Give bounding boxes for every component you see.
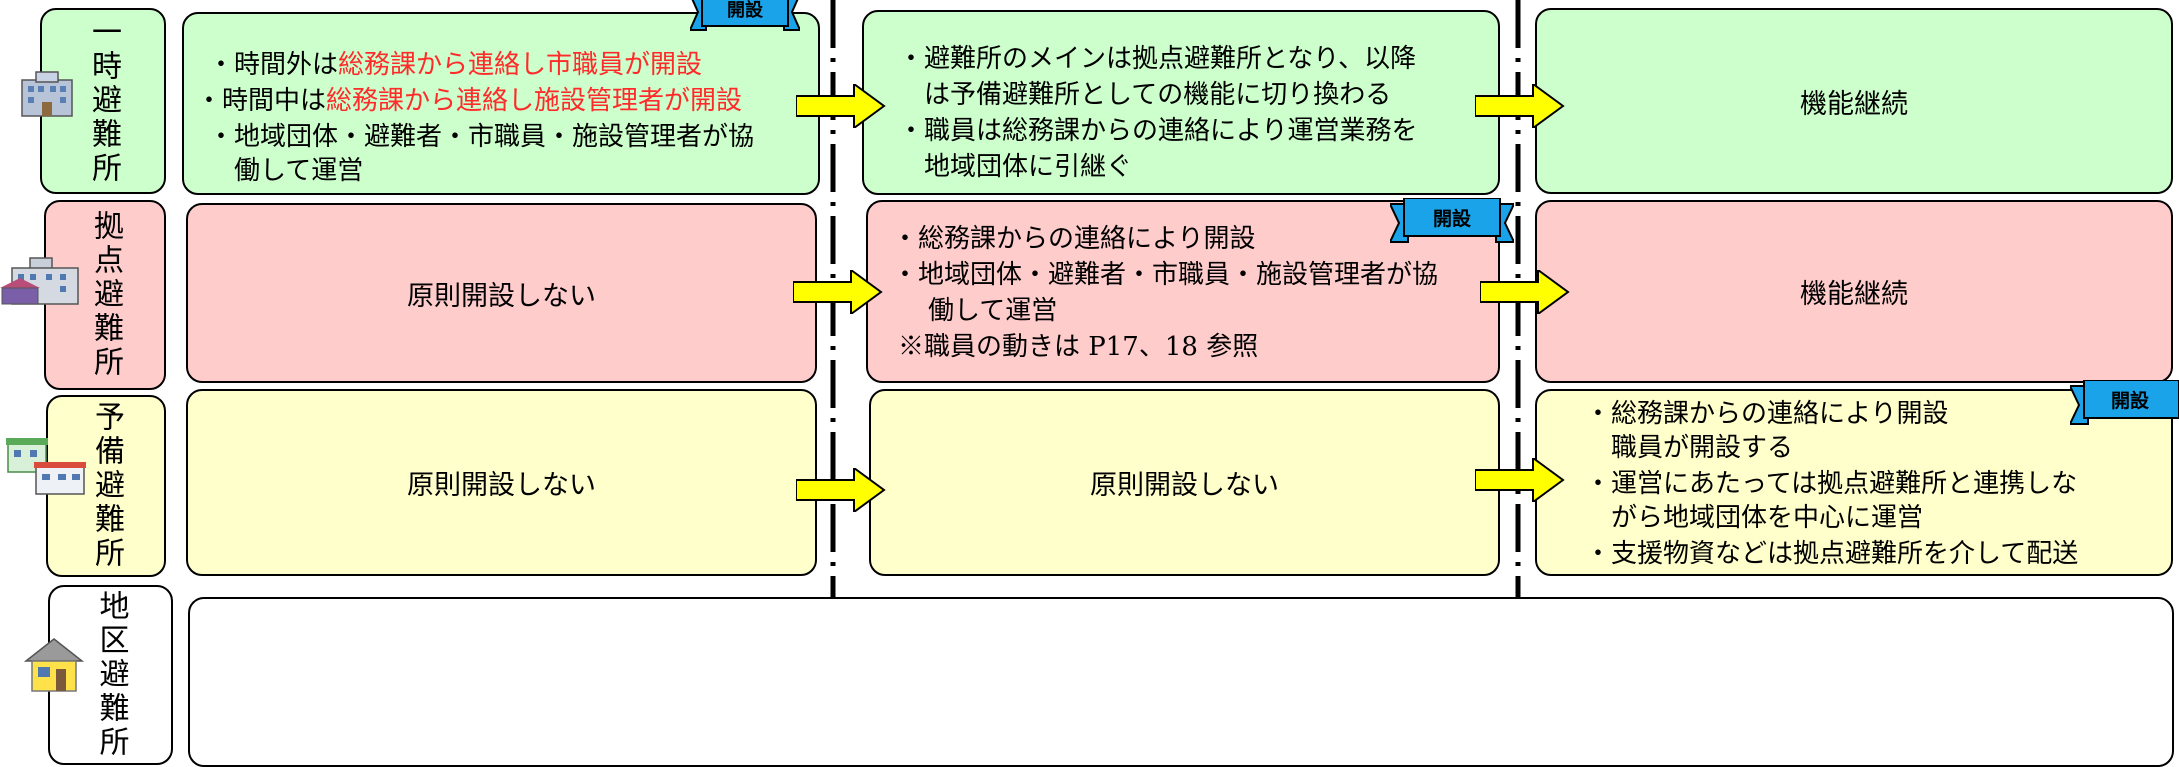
row1-phase2-line2: は予備避難所としての機能に切り換わる <box>924 80 1392 110</box>
row3-phase3-line1: ・総務課からの連絡により開設 <box>1585 399 1949 429</box>
row-label-text: 予備避難所 <box>89 401 124 571</box>
row1-phase1-box: ・時間外は総務課から連絡し市職員が開設 ・時間中は総務課から連絡し施設管理者が開… <box>182 12 820 195</box>
row2-phase2-box: ・総務課からの連絡により開設 ・地域団体・避難者・市職員・施設管理者が協 働して… <box>866 200 1500 383</box>
arrow-row1-2 <box>1475 84 1565 128</box>
arrow-row1-1 <box>796 84 886 128</box>
row3-phase1-box: 原則開設しない <box>186 389 817 576</box>
row3-phase2-text: 原則開設しない <box>1090 470 1279 501</box>
row2-phase2-line4: ※職員の動きは P17、18 参照 <box>898 332 1259 362</box>
row2-phase3-box: 機能継続 <box>1535 200 2173 383</box>
row1-phase1-line1b: 総務課から連絡し市職員が開設 <box>338 50 703 80</box>
row1-phase1-line2b: 総務課から連絡し施設管理者が開設 <box>326 86 743 116</box>
row3-phase3-line4: がら地域団体を中心に運営 <box>1611 503 1924 533</box>
row-label-text: 地区避難所 <box>93 590 129 760</box>
row3-phase3-line3: ・運営にあたっては拠点避難所と連携しな <box>1585 469 2078 499</box>
row1-phase3-box: 機能継続 <box>1535 8 2173 194</box>
row1-phase1-line4: 働して運営 <box>234 156 364 186</box>
row-label-text: 拠点避難所 <box>88 210 123 380</box>
arrow-row3-2 <box>1475 458 1565 502</box>
open-ribbon-row1: 開設 <box>690 0 800 31</box>
open-ribbon-row3: 開設 <box>2070 380 2179 425</box>
row1-phase2-box: ・避難所のメインは拠点避難所となり、以降 は予備避難所としての機能に切り換わる … <box>862 10 1500 195</box>
row1-phase1-line2a: ・時間中は <box>196 86 327 116</box>
open-badge-text: 開設 <box>727 0 764 21</box>
arrow-row2-2 <box>1480 270 1570 314</box>
row2-phase2-line1: ・総務課からの連絡により開設 <box>892 224 1256 254</box>
community-center-icon <box>6 438 86 495</box>
row1-phase2-line4: 地域団体に引継ぐ <box>924 152 1133 182</box>
row1-phase1-line3: ・地域団体・避難者・市職員・施設管理者が協 <box>208 122 755 152</box>
house-icon <box>24 638 84 692</box>
row2-phase1-text: 原則開設しない <box>407 280 596 312</box>
row3-phase3-box: ・総務課からの連絡により開設 職員が開設する ・運営にあたっては拠点避難所と連携… <box>1535 389 2173 576</box>
row1-phase2-line1: ・避難所のメインは拠点避難所となり、以降 <box>898 44 1417 74</box>
row2-phase2-line3: 働して運営 <box>928 296 1058 326</box>
row1-phase3-text: 機能継続 <box>1800 88 1908 120</box>
row-label-text: 一時避難所 <box>86 16 121 186</box>
row3-phase2-box: 原則開設しない <box>869 389 1500 576</box>
row3-phase3-line2: 職員が開設する <box>1611 433 1794 463</box>
open-ribbon-row2: 開設 <box>1390 198 1514 243</box>
row1-phase1-line1a: ・時間外は <box>208 50 339 80</box>
row2-phase2-line2: ・地域団体・避難者・市職員・施設管理者が協 <box>892 260 1439 290</box>
row4-content-box <box>188 597 2174 767</box>
city-hall-building-icon <box>21 71 73 117</box>
school-building-icon <box>0 257 79 305</box>
row3-phase1-text: 原則開設しない <box>407 470 596 501</box>
open-badge-text: 開設 <box>1433 207 1472 230</box>
arrow-row3-1 <box>796 468 886 512</box>
arrow-row2-1 <box>793 270 883 314</box>
row2-phase1-box: 原則開設しない <box>186 203 817 383</box>
row3-phase3-line5: ・支援物資などは拠点避難所を介して配送 <box>1585 539 2079 569</box>
row2-phase3-text: 機能継続 <box>1800 279 1908 310</box>
row1-phase2-line3: ・職員は総務課からの連絡により運営業務を <box>898 116 1418 146</box>
open-badge-text: 開設 <box>2111 389 2150 412</box>
